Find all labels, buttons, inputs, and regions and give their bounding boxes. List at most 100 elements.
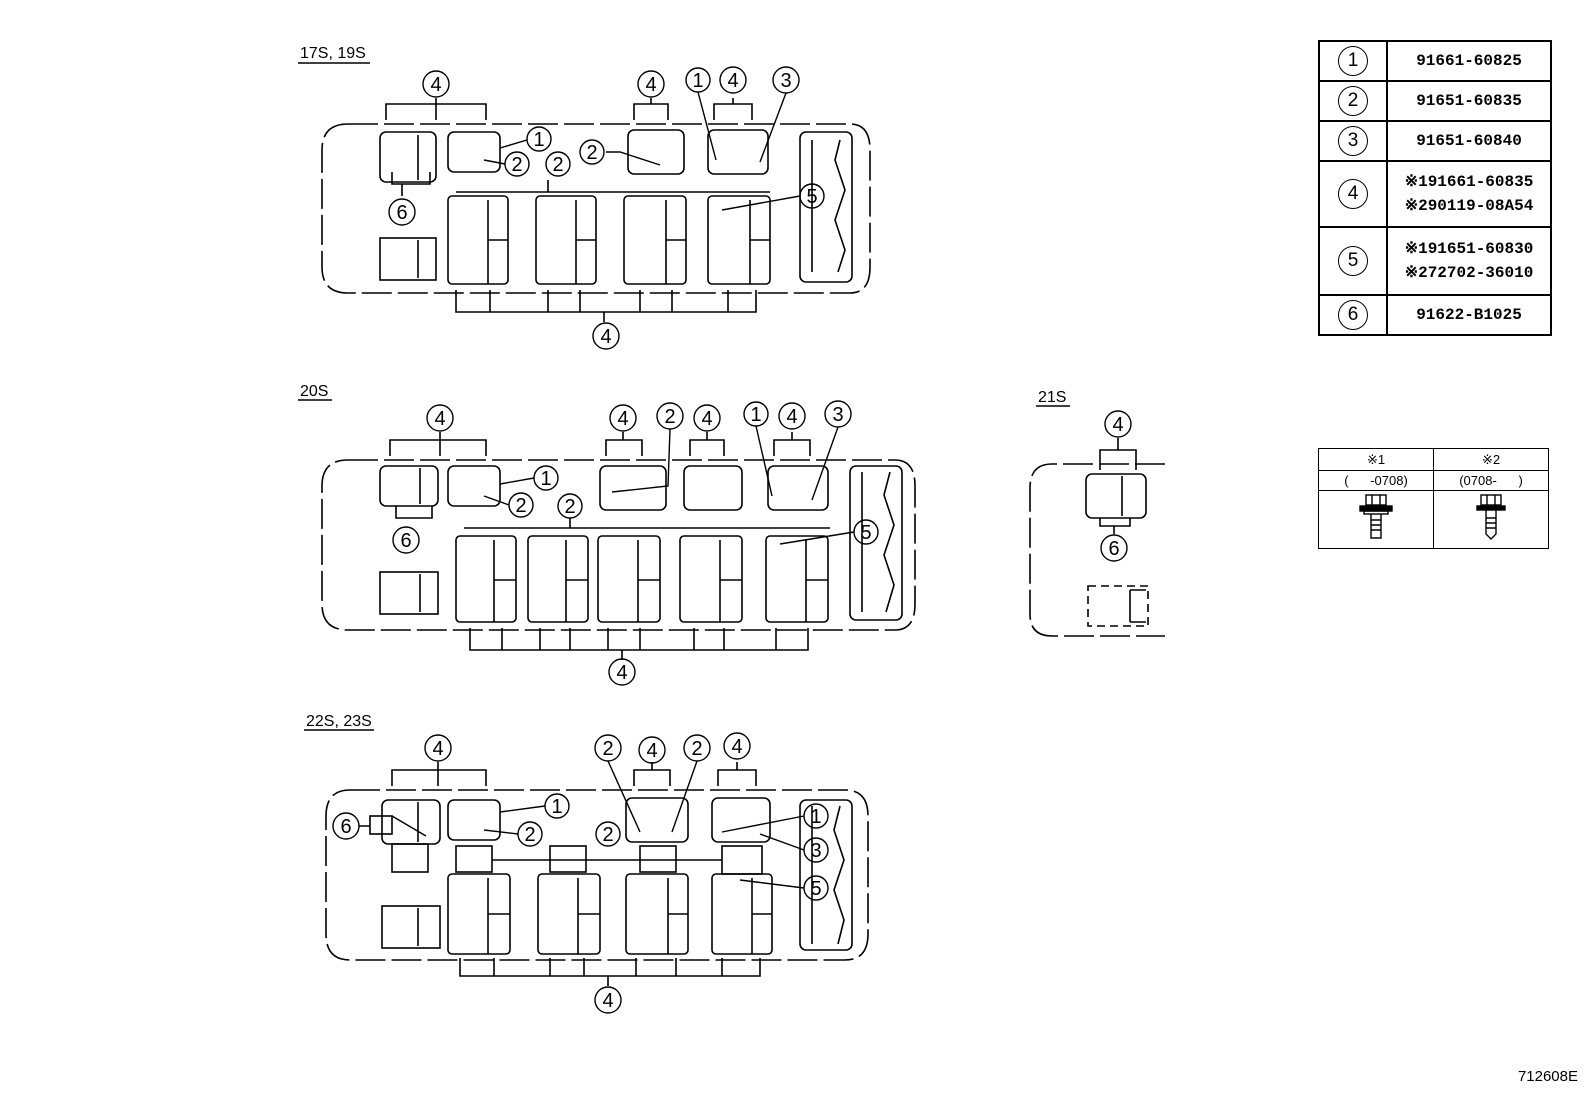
svg-text:2: 2 [602,824,613,846]
layout-20s-callouts: 4 4 2 4 1 4 3 1 2 2 5 6 4 [392,400,879,686]
driver-seat [379,131,437,183]
svg-text:1: 1 [533,129,544,151]
part-number: 91651-60835 [1416,92,1522,110]
variant-header: ※1 [1318,448,1434,471]
svg-text:2: 2 [552,154,563,176]
svg-text:4: 4 [434,408,445,430]
part-number: ※191651-60830 [1404,240,1534,258]
svg-text:6: 6 [340,816,351,838]
seat [455,535,517,623]
svg-text:6: 6 [396,202,407,224]
layout-title: 22S, 23S [306,713,372,730]
parts-row: 3 91651-60840 [1318,120,1552,162]
bus-outline-partial [1029,463,1165,637]
variant-header: ※2 [1433,448,1549,471]
layout-17s-19s-callouts: 4 4 1 4 3 1 2 2 2 5 6 4 [388,66,825,350]
bolt-variant-table: ※1 ※2 ( -0708) (0708- ) [1318,448,1549,549]
svg-text:4: 4 [600,326,611,348]
callout-key: 5 [1338,246,1368,276]
seat [447,131,501,173]
svg-text:4: 4 [786,406,797,428]
part-number: 91651-60840 [1416,132,1522,150]
variant-range: ( -0708) [1318,470,1434,491]
seat [527,535,589,623]
svg-text:5: 5 [810,878,821,900]
svg-text:6: 6 [400,530,411,552]
svg-text:1: 1 [810,806,821,828]
svg-text:5: 5 [806,186,817,208]
parts-row: 4 ※191661-60835 ※290119-08A54 [1318,160,1552,228]
svg-text:4: 4 [645,74,656,96]
svg-text:4: 4 [731,736,742,758]
driver-seat [1085,473,1147,519]
bolt-icon [1476,494,1506,540]
seat [447,799,501,841]
svg-text:5: 5 [860,522,871,544]
seat [767,465,829,511]
parts-row: 1 91661-60825 [1318,40,1552,82]
seat [597,535,661,623]
svg-text:4: 4 [616,662,627,684]
svg-text:1: 1 [540,468,551,490]
parts-row: 5 ※191651-60830 ※272702-36010 [1318,226,1552,296]
driver-seat [379,465,439,507]
part-number: ※191661-60835 [1404,173,1534,191]
layout-21s: 21S 4 6 [1029,389,1165,637]
callout-key: 3 [1338,126,1368,156]
svg-text:4: 4 [646,740,657,762]
part-number: 91661-60825 [1416,52,1522,70]
rear-bench-seat [799,131,853,283]
layout-17s-19s: 17S, 19S [298,45,871,322]
svg-text:2: 2 [564,496,575,518]
svg-text:2: 2 [586,142,597,164]
rear-bench-seat [849,465,903,621]
seat [679,535,743,623]
svg-text:3: 3 [810,840,821,862]
svg-text:1: 1 [750,404,761,426]
svg-text:2: 2 [511,154,522,176]
svg-text:1: 1 [692,70,703,92]
layout-22s-23s-callouts: 4 2 4 2 4 1 6 2 2 1 3 5 4 [332,732,829,1014]
svg-text:3: 3 [832,404,843,426]
svg-text:2: 2 [515,495,526,517]
bolt-with-washer-icon [1359,494,1393,539]
layout-20s: 20S [298,383,916,660]
layout-title: 17S, 19S [300,45,366,62]
svg-text:6: 6 [1108,538,1119,560]
svg-text:2: 2 [524,824,535,846]
variant-range: (0708- ) [1433,470,1549,491]
svg-text:4: 4 [432,738,443,760]
rear-bench-seat [799,799,853,951]
bus-outline [325,789,869,961]
callout-key: 1 [1338,46,1368,76]
seat [765,535,829,623]
svg-text:2: 2 [664,406,675,428]
seat [711,797,771,843]
part-number: 91622-B1025 [1416,306,1522,324]
svg-text:4: 4 [1112,414,1123,436]
svg-text:2: 2 [691,738,702,760]
reference-code: 712608E [1517,1068,1578,1085]
seat [707,129,769,175]
svg-text:4: 4 [430,74,441,96]
layout-title: 20S [300,383,328,400]
svg-text:2: 2 [602,738,613,760]
svg-text:4: 4 [602,990,613,1012]
svg-text:4: 4 [701,408,712,430]
callout-key: 4 [1338,179,1368,209]
seat [683,465,743,511]
layout-22s-23s: 22S, 23S [304,713,869,986]
seat [625,797,689,843]
svg-text:4: 4 [727,70,738,92]
seat [447,465,501,507]
svg-text:3: 3 [780,70,791,92]
svg-text:1: 1 [551,796,562,818]
parts-row: 6 91622-B1025 [1318,294,1552,336]
seat [599,465,667,511]
part-number: ※290119-08A54 [1404,197,1534,215]
parts-table: 1 91661-60825 2 91651-60835 3 91651-6084… [1318,40,1552,336]
layout-title: 21S [1038,389,1066,406]
bus-outline [321,459,916,631]
part-number: ※272702-36010 [1404,264,1534,282]
